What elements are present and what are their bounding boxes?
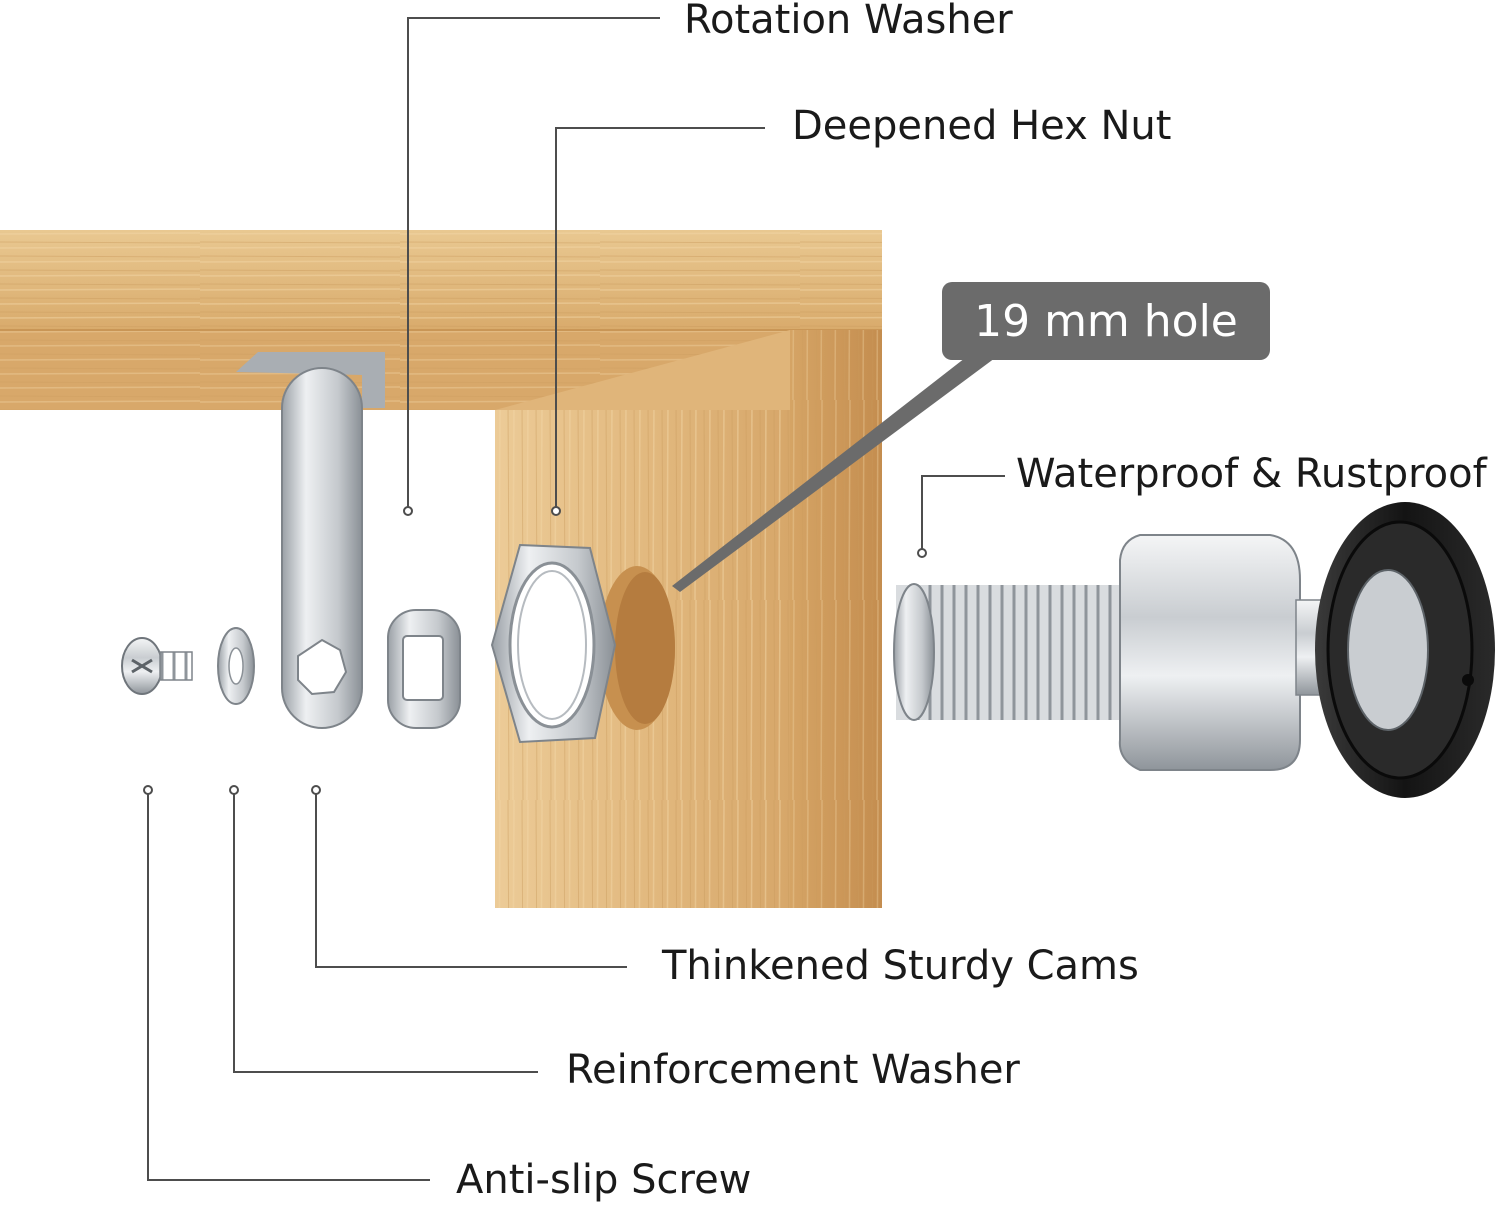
combination-knob (1315, 502, 1495, 798)
cam-bar (236, 352, 385, 729)
leader-cams (315, 792, 627, 968)
label-waterproof-rustproof: Waterproof & Rustproof (1016, 451, 1487, 497)
hole-size-callout: 19 mm hole (942, 282, 1270, 360)
wood-side-panel (495, 330, 882, 908)
callout-pointer (672, 358, 995, 592)
leader-rotation-washer (407, 17, 660, 508)
label-thickened-cams: Thinkened Sturdy Cams (662, 943, 1139, 989)
lock-cylinder (893, 534, 1357, 771)
leader-dots (143, 506, 927, 795)
leader-waterproof (921, 475, 1005, 550)
reinforcement-washer (217, 627, 255, 705)
leader-screw (147, 792, 430, 1181)
leader-reinforcement (233, 792, 538, 1073)
label-anti-slip-screw: Anti-slip Screw (456, 1157, 752, 1203)
label-rotation-washer: Rotation Washer (684, 0, 1013, 43)
rotation-washer (387, 609, 461, 729)
label-reinforcement-washer: Reinforcement Washer (566, 1047, 1020, 1093)
label-deepened-hex-nut: Deepened Hex Nut (792, 103, 1172, 149)
anti-slip-screw (121, 637, 193, 695)
leader-lines (147, 17, 1005, 1181)
leader-hex-nut (555, 127, 765, 508)
hex-nut (490, 543, 617, 744)
